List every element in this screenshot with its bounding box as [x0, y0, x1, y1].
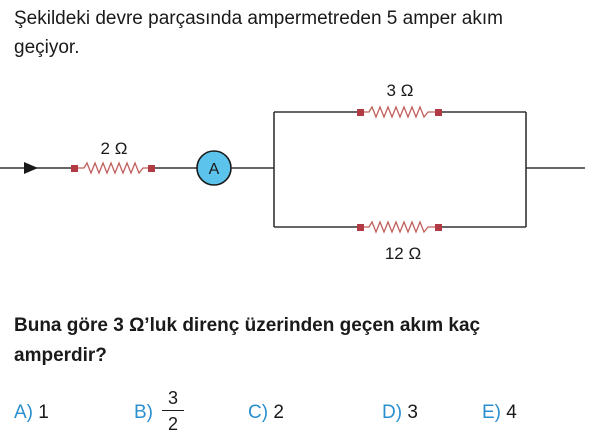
fraction-bar — [162, 410, 184, 412]
prompt-line-2: amperdir? — [14, 345, 107, 366]
resistor-icon-series — [71, 161, 155, 175]
option-c-value: 2 — [273, 402, 284, 423]
option-d-value: 3 — [407, 402, 418, 423]
option-d-letter: D) — [382, 402, 403, 423]
option-a[interactable]: A) 1 — [14, 400, 49, 426]
option-a-letter: A) — [14, 402, 33, 423]
intro-line-2: geçiyor. — [14, 37, 80, 58]
ammeter-label: A — [209, 161, 220, 178]
option-b-fraction: 3 2 — [162, 387, 184, 435]
top-resistor-label: 3 Ω — [387, 81, 414, 100]
question-prompt: Buna göre 3 Ω’luk direnç üzerinden geçen… — [14, 311, 612, 371]
option-c[interactable]: C) 2 — [248, 400, 284, 426]
ammeter-icon: A — [196, 150, 232, 186]
question-intro: Şekildeki devre parçasında ampermetreden… — [14, 4, 612, 62]
option-c-letter: C) — [248, 402, 269, 423]
series-resistor-label: 2 Ω — [101, 139, 128, 158]
resistor-icon-top — [357, 105, 442, 119]
option-b-denominator: 2 — [167, 414, 178, 435]
circuit-diagram: 2 Ω A 3 Ω 12 Ω — [0, 81, 585, 263]
prompt-line-1: Buna göre 3 Ω’luk direnç üzerinden geçen… — [14, 315, 481, 336]
option-e-value: 4 — [506, 402, 517, 423]
option-d[interactable]: D) 3 — [382, 400, 418, 426]
option-b-numerator: 3 — [167, 388, 178, 408]
option-e[interactable]: E) 4 — [482, 400, 517, 426]
current-arrow-icon — [24, 162, 38, 174]
intro-line-1: Şekildeki devre parçasında ampermetreden… — [14, 8, 503, 29]
resistor-icon-bottom — [357, 220, 442, 234]
bottom-resistor-label: 12 Ω — [385, 244, 421, 263]
option-b[interactable]: B) — [134, 400, 153, 426]
option-a-value: 1 — [38, 402, 49, 423]
option-e-letter: E) — [482, 402, 501, 423]
option-b-letter: B) — [134, 402, 153, 423]
